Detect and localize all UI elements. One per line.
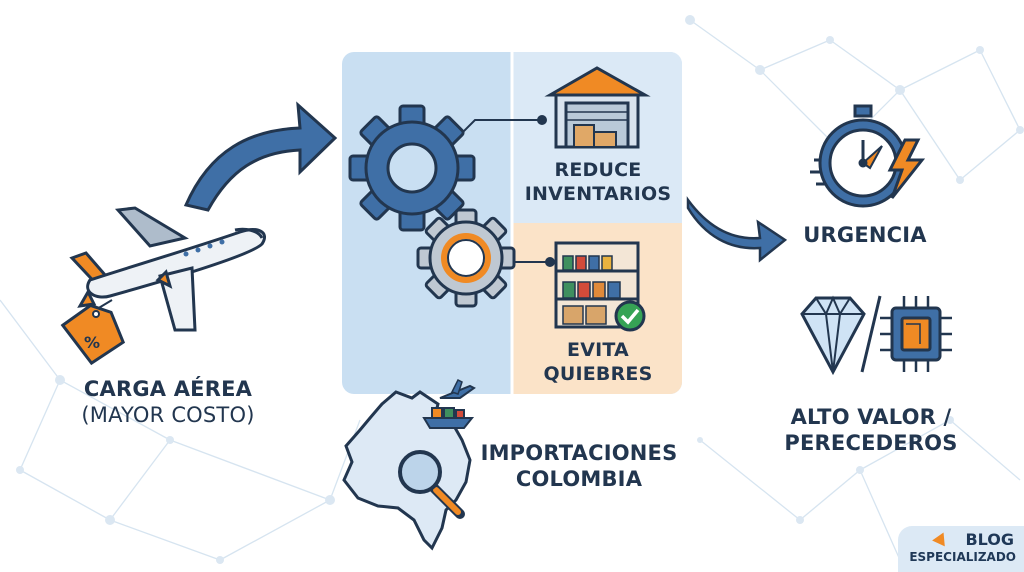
ship-icon [422,407,475,429]
price-tag-icon: % [60,299,126,366]
curved-arrow-icon [686,196,788,263]
label-carga-aerea: CARGA AÉREA (MAYOR COSTO) [58,376,278,428]
reduce-line2: INVENTARIOS [524,183,672,205]
label-reduce-inventarios: REDUCE INVENTARIOS [518,158,678,206]
label-evita-quiebres: EVITA QUIEBRES [518,338,678,386]
airplane-icon [69,206,266,332]
label-importaciones-colombia: IMPORTACIONES COLOMBIA [474,440,684,492]
carga-line1: CARGA AÉREA [83,377,253,401]
evita-line1: EVITA [567,339,629,361]
gear-icon [416,208,516,308]
alto-line2: PERECEDEROS [784,431,958,455]
carga-line2: (MAYOR COSTO) [81,403,255,427]
warehouse-icon [544,66,651,149]
reduce-line1: REDUCE [554,159,642,181]
blog-badge: BLOG ESPECIALIZADO [898,526,1024,572]
urgencia-text: URGENCIA [803,223,927,247]
label-alto-valor: ALTO VALOR / PERECEDEROS [766,404,976,456]
curved-arrow-icon [183,101,338,212]
shelf-icon [554,241,640,329]
check-icon [614,300,646,332]
microchip-icon [880,296,952,372]
magnifier-icon [398,450,465,519]
evita-line2: QUIEBRES [543,363,653,385]
alto-line1: ALTO VALOR / [790,405,952,429]
lightning-icon [887,138,926,199]
divider-slash [860,295,882,373]
import-line1: IMPORTACIONES [480,441,678,465]
paper-plane-icon [932,529,950,547]
diamond-icon [800,295,866,376]
label-urgencia: URGENCIA [790,222,940,248]
badge-line2: ESPECIALIZADO [909,550,1016,564]
badge-line1: BLOG [965,530,1014,549]
import-line2: COLOMBIA [515,467,643,491]
airplane-icon [439,378,476,399]
stopwatch-icon [810,104,908,208]
svg-text:%: % [84,333,100,352]
